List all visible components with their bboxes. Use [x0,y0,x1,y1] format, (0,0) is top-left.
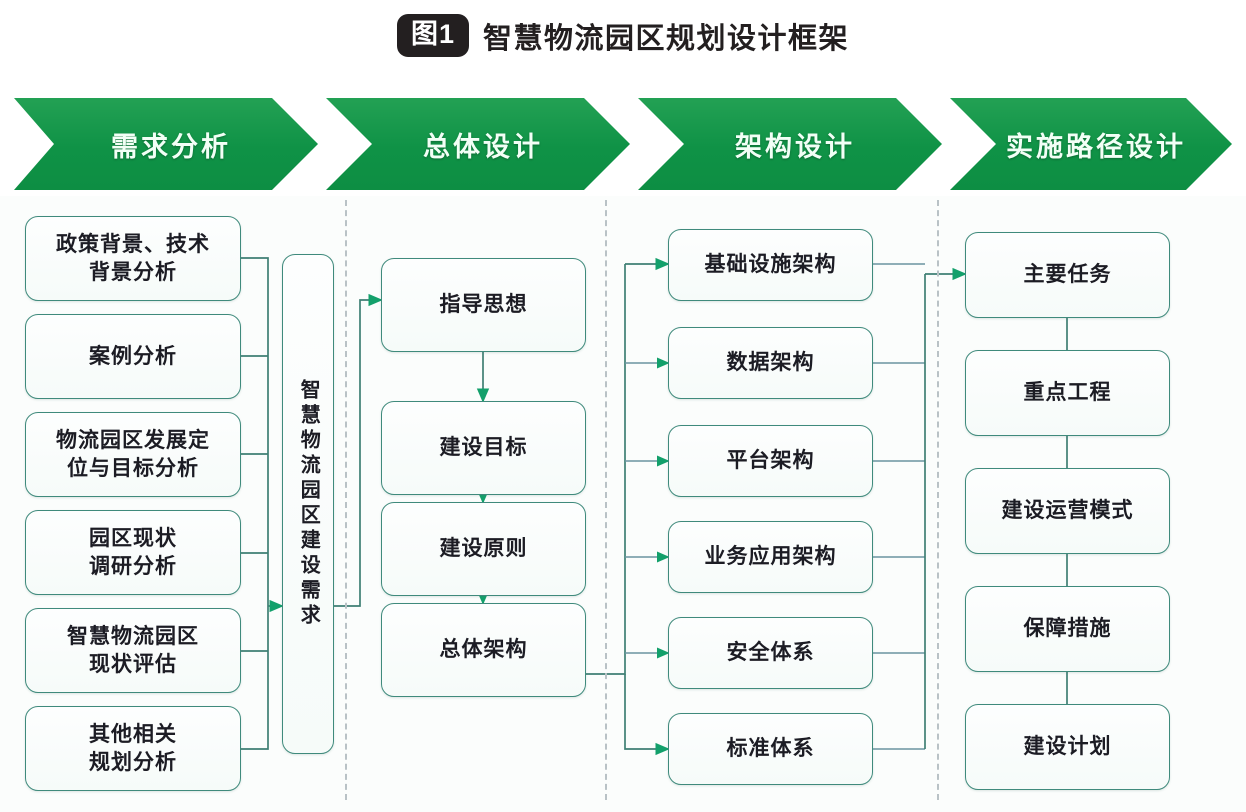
node-label: 政策背景、技术 背景分析 [56,232,210,284]
stage-label-1: 需求分析 [111,131,231,162]
separator-2 [605,200,607,800]
node-label: 总体架构 [439,638,528,662]
node-label-vertical: 智慧物流园区建设需求 [297,379,320,629]
node-case-analysis[interactable]: 案例分析 [25,314,241,399]
node-label: 指导思想 [439,293,528,317]
node-label: 建设运营模式 [1001,499,1134,523]
node-guiding-ideology[interactable]: 指导思想 [381,258,586,352]
node-security-system[interactable]: 安全体系 [668,617,873,689]
separator-3 [937,200,939,800]
stage-chevron-1[interactable]: 需求分析 [14,98,318,190]
stage-label-4: 实施路径设计 [1006,131,1186,162]
node-label: 物流园区发展定 位与目标分析 [56,428,210,480]
node-data-architecture[interactable]: 数据架构 [668,327,873,399]
node-platform-architecture[interactable]: 平台架构 [668,425,873,497]
node-infrastructure-architecture[interactable]: 基础设施架构 [668,229,873,301]
stage-banner: 需求分析 总体设计 架构设计 实施路径设计 [14,98,1232,190]
node-label: 案例分析 [89,344,177,368]
node-label: 建设原则 [439,537,528,561]
node-construction-principle[interactable]: 建设原则 [381,502,586,596]
separator-1 [345,200,347,800]
page-title: 智慧物流园区规划设计框架 [483,22,850,55]
stage-chevron-4[interactable]: 实施路径设计 [950,98,1232,190]
node-construction-plan[interactable]: 建设计划 [965,704,1170,790]
node-label: 重点工程 [1023,381,1112,405]
node-construction-goal[interactable]: 建设目标 [381,401,586,495]
node-label: 智慧物流园区 现状评估 [67,624,199,676]
node-main-tasks[interactable]: 主要任务 [965,232,1170,318]
diagram-canvas: 政策背景、技术 背景分析 案例分析 物流园区发展定 位与目标分析 园区现状 调研… [0,196,1246,812]
node-key-projects[interactable]: 重点工程 [965,350,1170,436]
node-construction-demand-summary[interactable]: 智慧物流园区建设需求 [282,254,334,754]
node-label: 主要任务 [1023,263,1112,287]
node-overall-architecture[interactable]: 总体架构 [381,603,586,697]
node-label: 建设目标 [439,436,528,460]
stage-chevron-3[interactable]: 架构设计 [638,98,942,190]
node-smart-park-status-eval[interactable]: 智慧物流园区 现状评估 [25,608,241,693]
node-other-related-plans[interactable]: 其他相关 规划分析 [25,706,241,791]
node-label: 安全体系 [726,641,815,665]
stage-label-3: 架构设计 [735,131,855,162]
node-label: 业务应用架构 [704,545,837,569]
node-park-status-survey[interactable]: 园区现状 调研分析 [25,510,241,595]
node-label: 其他相关 规划分析 [89,722,177,774]
stage-label-2: 总体设计 [423,131,543,162]
figure-number-badge: 图1 [396,14,469,57]
node-guarantee-measures[interactable]: 保障措施 [965,586,1170,672]
node-label: 数据架构 [726,351,815,375]
node-label: 标准体系 [726,737,815,761]
node-label: 保障措施 [1023,617,1112,641]
node-label: 建设计划 [1023,735,1112,759]
node-label: 平台架构 [726,449,815,473]
stage-chevron-2[interactable]: 总体设计 [326,98,630,190]
node-business-application-architecture[interactable]: 业务应用架构 [668,521,873,593]
node-construction-operation-mode[interactable]: 建设运营模式 [965,468,1170,554]
node-label: 园区现状 调研分析 [89,526,177,578]
node-park-positioning-goal[interactable]: 物流园区发展定 位与目标分析 [25,412,241,497]
node-policy-tech-background[interactable]: 政策背景、技术 背景分析 [25,216,241,301]
node-standard-system[interactable]: 标准体系 [668,713,873,785]
node-label: 基础设施架构 [704,253,837,277]
figure-title-row: 图1 智慧物流园区规划设计框架 [0,14,1246,57]
